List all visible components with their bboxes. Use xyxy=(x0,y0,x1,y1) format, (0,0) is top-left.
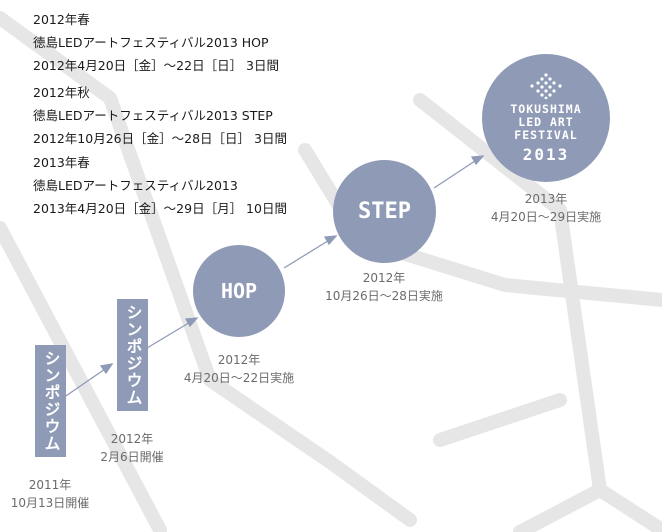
festival-node: TOKUSHIMA LED ART FESTIVAL 2013 xyxy=(482,54,610,182)
symposium-1-year: 2011年 xyxy=(28,478,72,492)
schedule-dates: 2012年4月20日［金］～22日［日］ 3日間 xyxy=(33,58,280,73)
hop-label: HOP xyxy=(220,279,258,303)
step-day: 10月26日～28日実施 xyxy=(325,289,443,303)
festival-logo-line: LED ART xyxy=(518,114,574,129)
map-road xyxy=(298,143,662,307)
map-road xyxy=(0,11,417,527)
symposium-1-label: シンポジウム xyxy=(41,350,61,452)
hop-year: 2012年 xyxy=(217,353,261,367)
symposium-2-year: 2012年 xyxy=(110,432,154,446)
step-label: STEP xyxy=(358,199,411,224)
schedule-season: 2012年秋 xyxy=(33,85,90,100)
schedule-event: 徳島LEDアートフェスティバル2013 HOP xyxy=(33,35,269,50)
festival-logo-icon xyxy=(530,72,562,99)
step-year: 2012年 xyxy=(362,271,406,285)
step-node: STEP xyxy=(333,160,436,263)
festival-day: 4月20日～29日実施 xyxy=(490,210,602,224)
symposium-1-date: 2011年 10月13日開催 xyxy=(0,476,100,512)
step-date: 2012年 10月26日～28日実施 xyxy=(314,269,454,305)
map-road xyxy=(513,483,607,532)
symposium-2-node: シンポジウム xyxy=(117,299,148,411)
hop-node: HOP xyxy=(193,245,285,337)
symposium-2-day: 2月6日開催 xyxy=(100,450,164,464)
map-road xyxy=(413,93,662,532)
festival-logo-line: FESTIVAL xyxy=(514,127,578,142)
schedule-season: 2012年春 xyxy=(33,12,90,27)
schedule-event: 徳島LEDアートフェスティバル2013 xyxy=(33,178,238,193)
schedule-season: 2013年春 xyxy=(33,155,90,170)
schedule-block-festival: 2013年春 徳島LEDアートフェスティバル2013 2013年4月20日［金］… xyxy=(33,151,287,220)
symposium-2-date: 2012年 2月6日開催 xyxy=(82,430,182,466)
schedule-block-step: 2012年秋 徳島LEDアートフェスティバル2013 STEP 2012年10月… xyxy=(33,81,287,150)
hop-day: 4月20日～22日実施 xyxy=(183,371,295,385)
map-road xyxy=(0,221,167,532)
symposium-1-day: 10月13日開催 xyxy=(10,496,90,510)
map-road xyxy=(433,393,567,447)
arrow-head xyxy=(99,363,114,375)
festival-logo-year: 2013 xyxy=(522,144,570,164)
arrow-line xyxy=(433,158,479,189)
arrow-head xyxy=(184,317,199,328)
arrow-head xyxy=(323,235,338,246)
festival-year: 2013年 xyxy=(524,192,568,206)
schedule-event: 徳島LEDアートフェスティバル2013 STEP xyxy=(33,108,273,123)
hop-date: 2012年 4月20日～22日実施 xyxy=(174,351,304,387)
arrow-line xyxy=(146,320,193,349)
arrow-line xyxy=(59,366,109,401)
festival-date: 2013年 4月20日～29日実施 xyxy=(481,190,611,226)
schedule-block-hop: 2012年春 徳島LEDアートフェスティバル2013 HOP 2012年4月20… xyxy=(33,8,279,77)
arrow-head xyxy=(470,155,485,166)
arrow-line xyxy=(283,238,332,269)
festival-logo-line: TOKUSHIMA xyxy=(510,101,582,116)
schedule-dates: 2012年10月26日［金］～28日［日］ 3日間 xyxy=(33,131,287,146)
schedule-dates: 2013年4月20日［金］～29日［月］ 10日間 xyxy=(33,201,287,216)
symposium-1-node: シンポジウム xyxy=(35,345,66,457)
symposium-2-label: シンポジウム xyxy=(123,304,143,406)
